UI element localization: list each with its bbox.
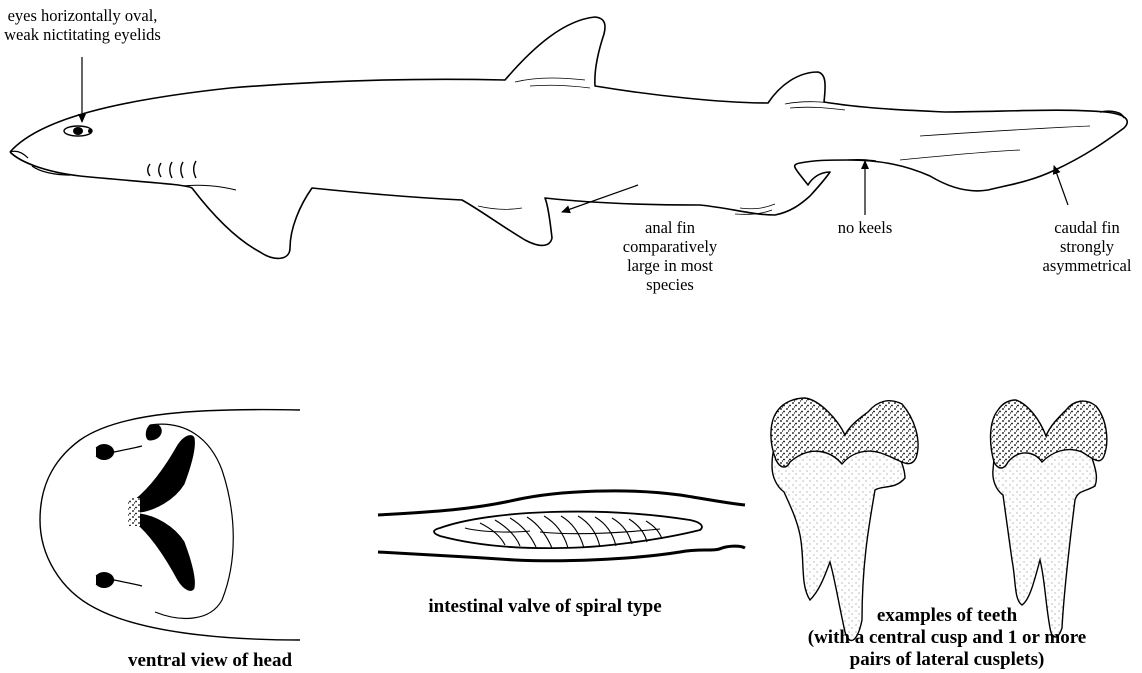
caudal-fin-arrow <box>1054 166 1068 205</box>
shark-eye <box>64 126 92 136</box>
ventral-head-illustration <box>40 410 300 640</box>
teeth-caption-line-2: (with a central cusp and 1 or more <box>752 627 1142 649</box>
keels-annotation: no keels <box>815 218 915 237</box>
teeth-caption-line-3: pairs of lateral cusplets) <box>752 649 1142 671</box>
teeth-caption-line-1: examples of teeth <box>752 605 1142 627</box>
eyes-annotation-line-1: eyes horizontally oval, <box>0 6 165 25</box>
shark-gill-slits <box>148 161 196 178</box>
shark-dorsal-outline <box>10 17 1127 191</box>
caudal-fin-annotation: caudal fin strongly asymmetrical <box>1032 218 1142 275</box>
eyes-annotation-line-2: weak nictitating eyelids <box>0 25 165 44</box>
teeth-caption: examples of teeth (with a central cusp a… <box>752 605 1142 671</box>
intestinal-valve-caption: intestinal valve of spiral type <box>380 596 710 618</box>
anal-fin-annotation-line-1: anal fin <box>610 218 730 237</box>
tooth-right <box>991 400 1107 637</box>
caudal-fin-annotation-line-2: strongly <box>1032 237 1142 256</box>
shark-lateral-illustration <box>10 17 1127 258</box>
keels-annotation-text: no keels <box>815 218 915 237</box>
anal-fin-annotation: anal fin comparatively large in most spe… <box>610 218 730 294</box>
intestinal-valve-illustration <box>378 491 745 561</box>
anal-fin-annotation-line-3: large in most <box>610 256 730 275</box>
eyes-annotation: eyes horizontally oval, weak nictitating… <box>0 6 165 44</box>
anal-fin-annotation-line-2: comparatively <box>610 237 730 256</box>
anal-fin-arrow <box>562 185 638 212</box>
caudal-fin-annotation-line-1: caudal fin <box>1032 218 1142 237</box>
anal-fin-annotation-line-4: species <box>610 275 730 294</box>
ventral-head-caption: ventral view of head <box>90 650 330 672</box>
caudal-fin-annotation-line-3: asymmetrical <box>1032 256 1142 275</box>
